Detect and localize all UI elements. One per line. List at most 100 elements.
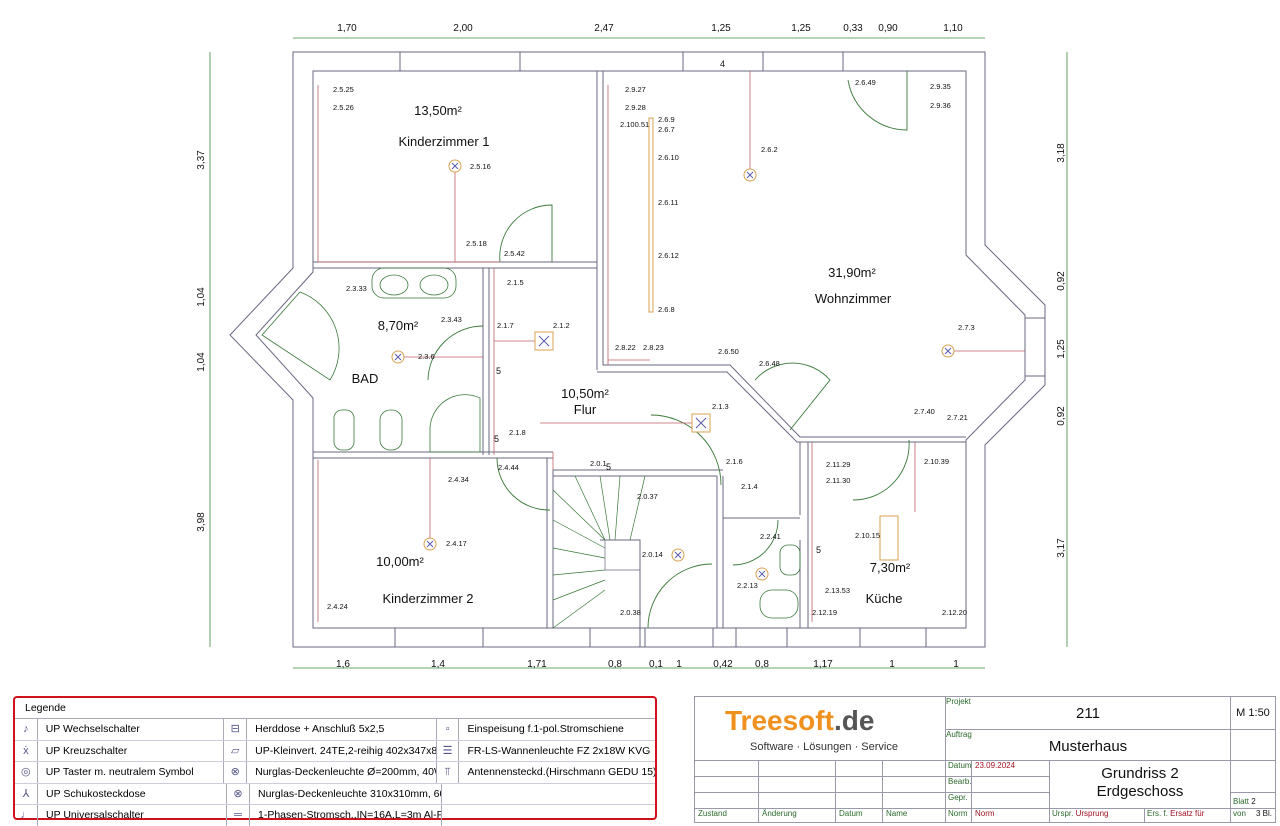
deckenleuchte-large-icon: ⊗ — [227, 783, 250, 804]
circuit-mark: 5 — [494, 434, 499, 444]
component-label: 2.0.38 — [620, 608, 641, 617]
component-label: 2.11.30 — [826, 476, 850, 485]
component-label: 2.6.50 — [718, 347, 739, 356]
room-name: Kinderzimmer 1 — [398, 134, 489, 149]
legend-item-label: UP-Kleinvert. 24TE,2-reihig 402x347x80mm — [247, 740, 437, 761]
norm-label: Norm — [946, 809, 972, 823]
circuit-mark: 4 — [720, 59, 725, 69]
component-label: 2.0.37 — [637, 492, 658, 501]
room-labels: 13,50m² Kinderzimmer 1 8,70m² BAD 10,50m… — [352, 103, 911, 606]
dimension-label: 0,8 — [608, 659, 622, 670]
urspr-label: Urspr. — [1052, 809, 1074, 818]
drawing-title: Grundriss 2 — [1101, 765, 1179, 782]
legend-item-label: 1-Phasen-Stromsch.,IN=16A,L=3m Al-Profil — [250, 805, 442, 826]
dimension-label: 1,71 — [527, 659, 547, 670]
legend-row: ♩UP Universalschalter═1-Phasen-Stromsch.… — [15, 805, 655, 826]
component-label: 2.1.5 — [507, 278, 524, 287]
dimension-label: 3,37 — [196, 150, 207, 170]
room-name: Flur — [574, 402, 597, 417]
taster-icon: ◎ — [15, 762, 38, 783]
component-label: 2.1.2 — [553, 321, 570, 330]
dimension-label: 0,8 — [755, 659, 769, 670]
legend-item-label: Nurglas-Deckenleuchte 310x310mm, 60W — [250, 783, 442, 804]
component-label: 2.10.15 — [855, 531, 880, 540]
von-label: von — [1233, 809, 1246, 818]
component-label: 2.3.33 — [346, 284, 367, 293]
circuit-mark: 5 — [606, 462, 611, 472]
room-name: BAD — [352, 371, 379, 386]
legend-empty-cell — [442, 805, 640, 826]
dimensions-top: 1,70 2,00 2,47 1,25 1,25 0,33 0,90 1,10 — [337, 23, 963, 34]
legend-item-label: Herddose + Anschluß 5x2,5 — [247, 719, 437, 740]
component-label: 2.8.23 — [643, 343, 664, 352]
component-label: 2.1.4 — [741, 482, 758, 491]
legend-item-label: Antennensteckd.(Hirschmann GEDU 15) — [467, 766, 656, 778]
component-label: 2.12.20 — [942, 608, 967, 617]
bearb-label: Bearb. — [946, 777, 972, 793]
einspeisung-icon: ▫ — [437, 719, 460, 740]
room-area: 31,90m² — [828, 265, 876, 280]
tub-light-icon — [879, 515, 899, 561]
power-rail-icon — [648, 117, 654, 313]
component-label: 2.100.51 — [620, 120, 649, 129]
component-label: 2.6.49 — [855, 78, 876, 87]
legend-item-label: UP Wechselschalter — [38, 719, 225, 740]
dimension-lines — [209, 37, 1068, 669]
logo-area: Treesoft.de Software · Lösungen · Servic… — [695, 697, 946, 761]
component-label: 2.3.43 — [441, 315, 462, 324]
component-label: 2.5.18 — [466, 239, 487, 248]
dimension-label: 1,04 — [196, 352, 207, 372]
room-area: 10,50m² — [561, 386, 609, 401]
component-label: 2.1.7 — [497, 321, 514, 330]
component-label: 2.1.3 — [712, 402, 729, 411]
circuit-mark: 5 — [496, 366, 501, 376]
wechselschalter-icon: ♪ — [15, 719, 38, 740]
dimension-label: 1,25 — [711, 23, 731, 34]
room-area: 7,30m² — [870, 560, 911, 575]
component-label: 2.9.36 — [930, 101, 951, 110]
dimension-label: 0,1 — [649, 659, 663, 670]
dimensions-bottom: 1,6 1,4 1,71 0,8 0,1 1 0,42 0,8 1,17 1 1 — [336, 659, 959, 670]
component-label: 2.8.22 — [615, 343, 636, 352]
legend-item-label: Einspeisung f.1-pol.Stromschiene — [467, 723, 624, 735]
component-label: 2.5.25 — [333, 85, 354, 94]
gepr-label: Gepr. — [946, 793, 972, 809]
component-label: 2.6.11 — [658, 198, 678, 207]
von-value: 3 Bl. — [1255, 809, 1272, 818]
component-label: 2.5.42 — [504, 249, 525, 258]
room-area: 8,70m² — [378, 318, 419, 333]
component-label: 2.9.35 — [930, 82, 951, 91]
dimension-label: 2,00 — [453, 23, 473, 34]
legend-row: ⅄UP Schukosteckdose⊗Nurglas-Deckenleucht… — [15, 783, 655, 805]
component-label: 2.6.12 — [658, 251, 679, 260]
dimension-label: 1,10 — [943, 23, 963, 34]
kleinverteiler-icon: ▱ — [224, 740, 248, 761]
auftrag-label: Auftrag — [946, 730, 972, 739]
component-label: 2.6.7 — [658, 125, 675, 134]
projekt-label: Projekt — [946, 697, 971, 706]
legend-item-label: UP Kreuzschalter — [38, 740, 225, 761]
component-label: 2.2.13 — [737, 581, 758, 590]
dimension-label: 0,90 — [878, 23, 898, 34]
component-label: 2.0.1 — [590, 459, 607, 468]
dimension-label: 1,6 — [336, 659, 350, 670]
component-label: 2.4.24 — [327, 602, 348, 611]
circuit-mark: 5 — [816, 545, 821, 555]
component-labels: 2.5.252.5.262.5.162.5.182.5.422.3.332.1.… — [327, 78, 975, 617]
component-label: 2.7.21 — [947, 413, 968, 422]
dimensions-right: 3,18 0,92 1,25 0,92 3,17 — [1056, 143, 1067, 558]
datum-value: 23.09.2024 — [972, 761, 1050, 777]
component-label: 2.12.19 — [812, 608, 837, 617]
dimension-label: 1,4 — [431, 659, 445, 670]
scale-value: M 1:50 — [1236, 707, 1270, 719]
component-label: 2.6.2 — [761, 145, 778, 154]
schukosteckdose-icon: ⅄ — [15, 783, 38, 804]
wiring — [317, 71, 1025, 622]
component-label: 2.10.39 — [924, 457, 949, 466]
room-name: Kinderzimmer 2 — [382, 591, 473, 606]
dimension-label: 1,70 — [337, 23, 357, 34]
ers-value: Ersatz für — [1170, 809, 1205, 818]
blatt-label: Blatt — [1233, 797, 1250, 806]
dimension-label: 3,18 — [1056, 143, 1067, 163]
